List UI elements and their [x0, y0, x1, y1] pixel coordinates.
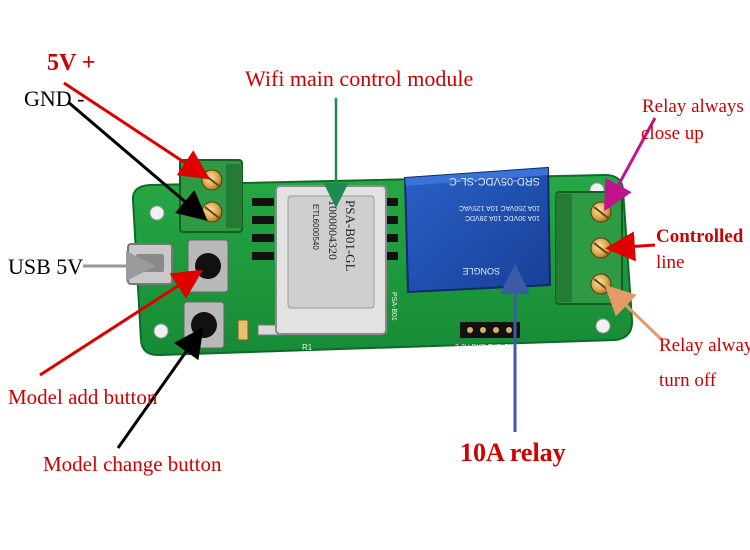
- model-change-tactile-button: [183, 301, 225, 349]
- silk-r-label: R1: [302, 343, 313, 352]
- smd-component: [237, 319, 249, 341]
- arrow-model-change: [116, 327, 204, 449]
- model-add-tactile-button: [187, 239, 229, 293]
- arrow-relay-nc: [604, 117, 657, 212]
- relay-brand-text: SONGLE: [462, 266, 500, 276]
- arrow-5v: [63, 81, 211, 180]
- label-gnd-minus: GND -: [24, 86, 85, 111]
- label-relay-no-2: turn off: [659, 370, 717, 391]
- relay-component: SRD-05VDC-SL-C 10A 250VAC 10A 125VAC 10A…: [403, 166, 552, 294]
- mount-hole: [595, 318, 611, 334]
- label-controlled-2: line: [656, 252, 685, 273]
- label-controlled-1: Controlled: [656, 226, 744, 247]
- label-usb-5v: USB 5V: [8, 254, 84, 279]
- label-relay-no-1: Relay always: [659, 335, 750, 356]
- mount-hole: [153, 323, 169, 339]
- relay-rating-2: 10A 30VDC 10A 28VDC: [465, 214, 540, 221]
- label-wifi-module: Wifi main control module: [245, 66, 474, 91]
- mount-hole: [149, 205, 165, 221]
- silk-pins-label: 3.3V RXD TXD GND: [455, 344, 519, 351]
- label-relay-nc-1: Relay always: [642, 96, 744, 117]
- label-model-change: Model change button: [43, 452, 222, 476]
- label-5v-plus: 5V +: [47, 50, 96, 76]
- relay-model-text: SRD-05VDC-SL-C: [449, 175, 540, 187]
- arrow-gnd: [67, 100, 208, 221]
- label-relay-nc-2: close up: [641, 123, 704, 144]
- arrow-model-add: [39, 269, 204, 377]
- relay-rating-1: 10A 250VAC 10A 125VAC: [459, 204, 540, 211]
- arrow-controlled: [605, 231, 656, 262]
- module-model-text: PSA-B01-GL: [343, 200, 358, 272]
- arrow-relay-no: [604, 284, 664, 342]
- usb-port: [127, 243, 173, 285]
- label-10a-relay: 10A relay: [460, 438, 566, 467]
- power-terminal: [179, 159, 243, 233]
- uart-header: [460, 322, 520, 338]
- silk-board-name: PSA-B01: [390, 292, 397, 321]
- module-id-text: 1000004320: [326, 200, 340, 260]
- label-model-add: Model add button: [8, 385, 158, 409]
- wifi-module: PSA-B01-GL 1000004320 ETL6000540: [275, 185, 387, 335]
- module-code-text: ETL6000540: [311, 204, 320, 250]
